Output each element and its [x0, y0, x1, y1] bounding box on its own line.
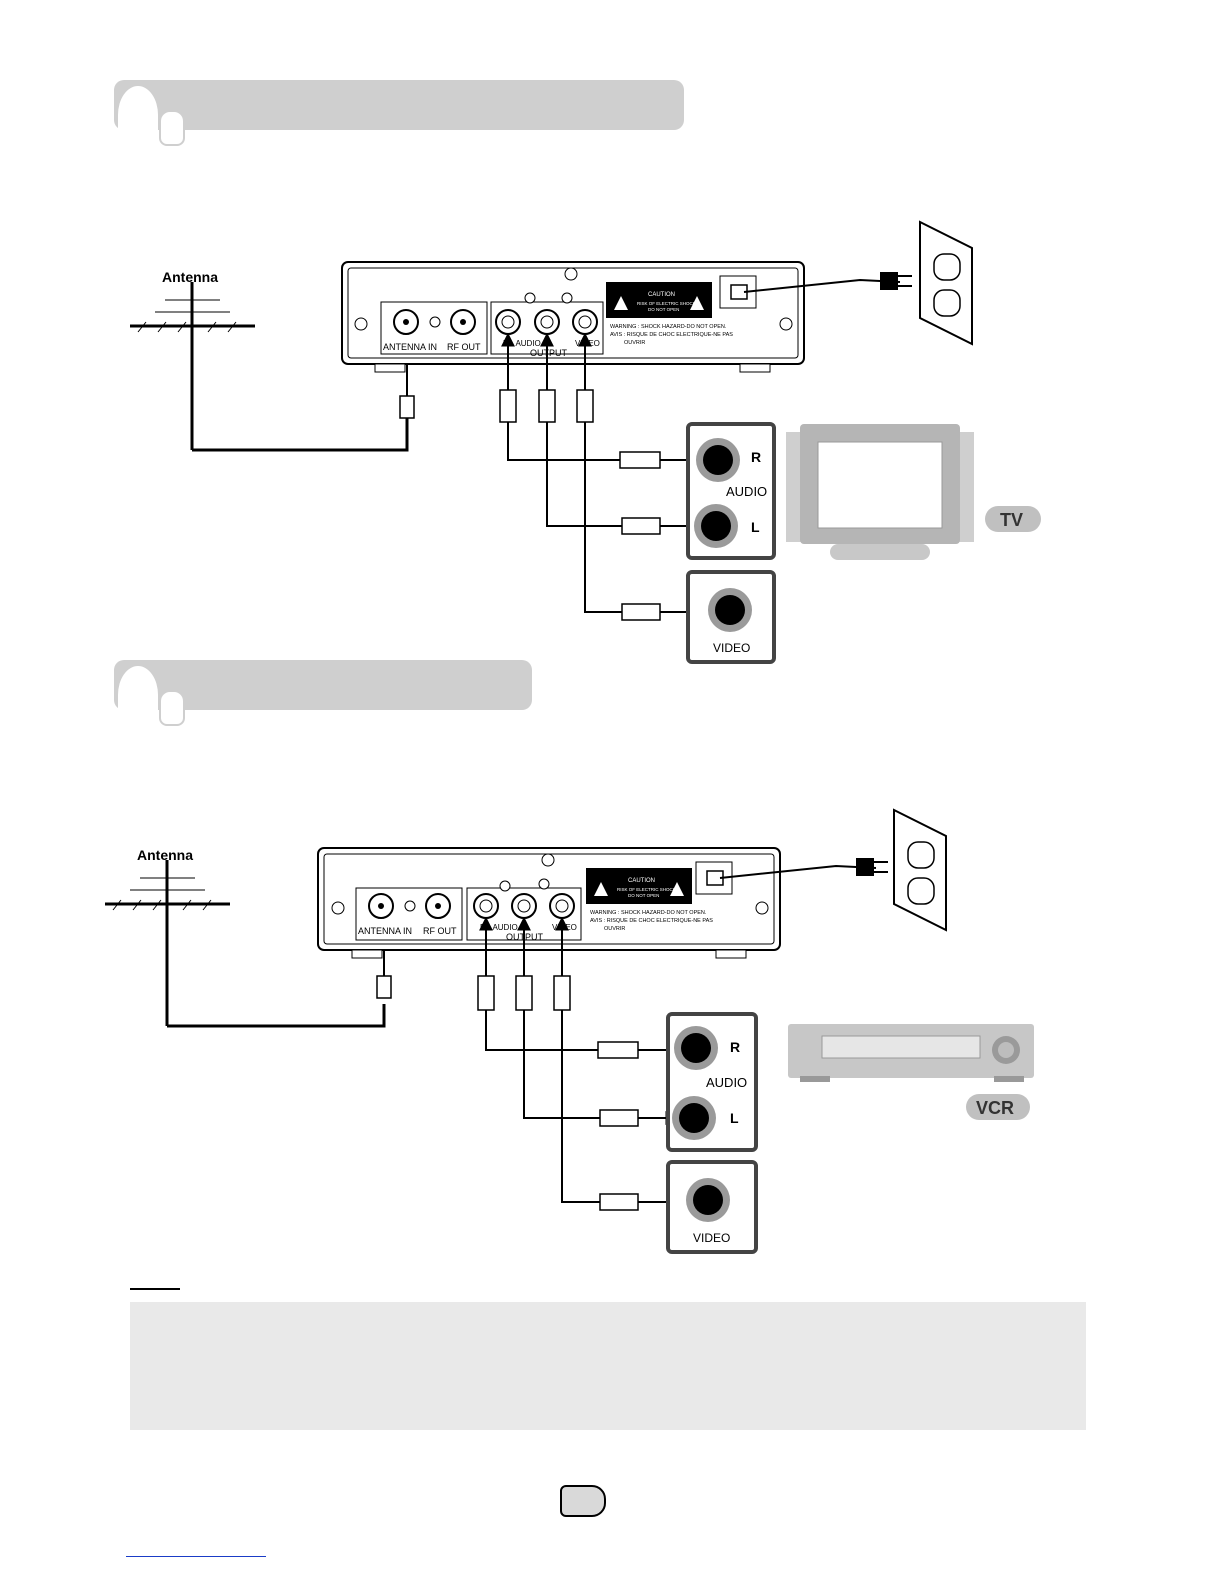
footer-link-line [126, 1556, 266, 1557]
jack-r-label: R [751, 449, 761, 465]
tv-icon [786, 424, 974, 560]
warning-line2: AVIS : RISQUE DE CHOC ELECTRIQUE-NE PAS [610, 332, 733, 338]
antenna-in-label: ANTENNA IN [383, 342, 437, 352]
warning-line3: OUVRIR [604, 926, 625, 932]
vcr-icon [788, 1024, 1034, 1082]
antenna-label: Antenna [137, 847, 193, 863]
header-circle-small [159, 110, 185, 146]
screw-icon [755, 901, 769, 915]
rca-plug-icon [477, 975, 639, 1211]
jack-audio-label: AUDIO [726, 484, 767, 499]
tv-label: TV [1000, 510, 1023, 530]
receiver-back-panel: ANTENNA IN RF OUT R - AUDIO - L VIDEO OU… [341, 261, 805, 373]
jack-l-label: L [751, 519, 760, 535]
coax-plug-icon [376, 975, 392, 999]
power-plug-icon [856, 858, 874, 876]
jack-video-label: VIDEO [693, 1231, 730, 1245]
caution-title: CAUTION [628, 878, 655, 884]
jack-r-label: R [730, 1039, 740, 1055]
tv-connection-diagram: Antenna ANTENNA IN RF OUT R - AUD [130, 220, 1041, 664]
antenna-label: Antenna [162, 269, 218, 285]
antenna-in-label: ANTENNA IN [358, 926, 412, 936]
tv-badge [985, 506, 1041, 532]
header-circle-large [118, 666, 158, 724]
coax-plug-icon [399, 395, 415, 419]
video-jack-label: VIDEO [552, 923, 577, 932]
warning-line2: AVIS : RISQUE DE CHOC ELECTRIQUE-NE PAS [590, 918, 713, 924]
jack-audio-label: AUDIO [706, 1075, 747, 1090]
note-label-underline [130, 1272, 180, 1290]
vcr-label: VCR [976, 1098, 1014, 1118]
vcr-connection-diagram: Antenna ANTENNA IN RF OUT R - AUDIO - L … [105, 808, 1034, 1254]
screw-icon [779, 317, 793, 331]
rca-plug-icon [499, 389, 661, 621]
screw-icon [541, 853, 555, 867]
rf-out-label: RF OUT [447, 342, 481, 352]
caution-line2: DO NOT OPEN [628, 893, 659, 898]
wall-outlet-icon [893, 808, 947, 932]
receiver-back-panel: ANTENNA IN RF OUT R - AUDIO - L VIDEO OU… [317, 847, 781, 959]
jack-video-label: VIDEO [713, 641, 750, 655]
antenna-icon [105, 860, 230, 1026]
caution-line1: RISK OF ELECTRIC SHOCK [637, 301, 696, 306]
video-jack-label: VIDEO [575, 339, 600, 348]
audio-jacks-label: R - AUDIO - L [503, 339, 553, 348]
warning-line1: WARNING : SHOCK HAZARD-DO NOT OPEN. [590, 910, 707, 916]
section-header-tv [114, 80, 684, 146]
antenna-icon [130, 282, 255, 450]
caution-title: CAUTION [648, 292, 675, 298]
page-number-tab [560, 1485, 606, 1517]
warning-line1: WARNING : SHOCK HAZARD-DO NOT OPEN. [610, 324, 727, 330]
screw-icon [331, 901, 345, 915]
screw-icon [564, 267, 578, 281]
header-circle-large [118, 86, 158, 144]
warning-line3: OUVRIR [624, 340, 645, 346]
jack-l-label: L [730, 1110, 739, 1126]
screw-icon [354, 317, 368, 331]
section-header-vcr [114, 660, 532, 726]
caution-line1: RISK OF ELECTRIC SHOCK [617, 887, 676, 892]
power-plug-icon [880, 272, 898, 290]
rf-out-label: RF OUT [423, 926, 457, 936]
vcr-badge [966, 1094, 1030, 1120]
audio-jacks-label: R - AUDIO - L [480, 923, 530, 932]
header-circle-small [159, 690, 185, 726]
caution-line2: DO NOT OPEN [648, 307, 679, 312]
note-box [130, 1302, 1086, 1430]
wall-outlet-icon [919, 220, 973, 346]
output-label: OUTPUT [530, 348, 568, 358]
